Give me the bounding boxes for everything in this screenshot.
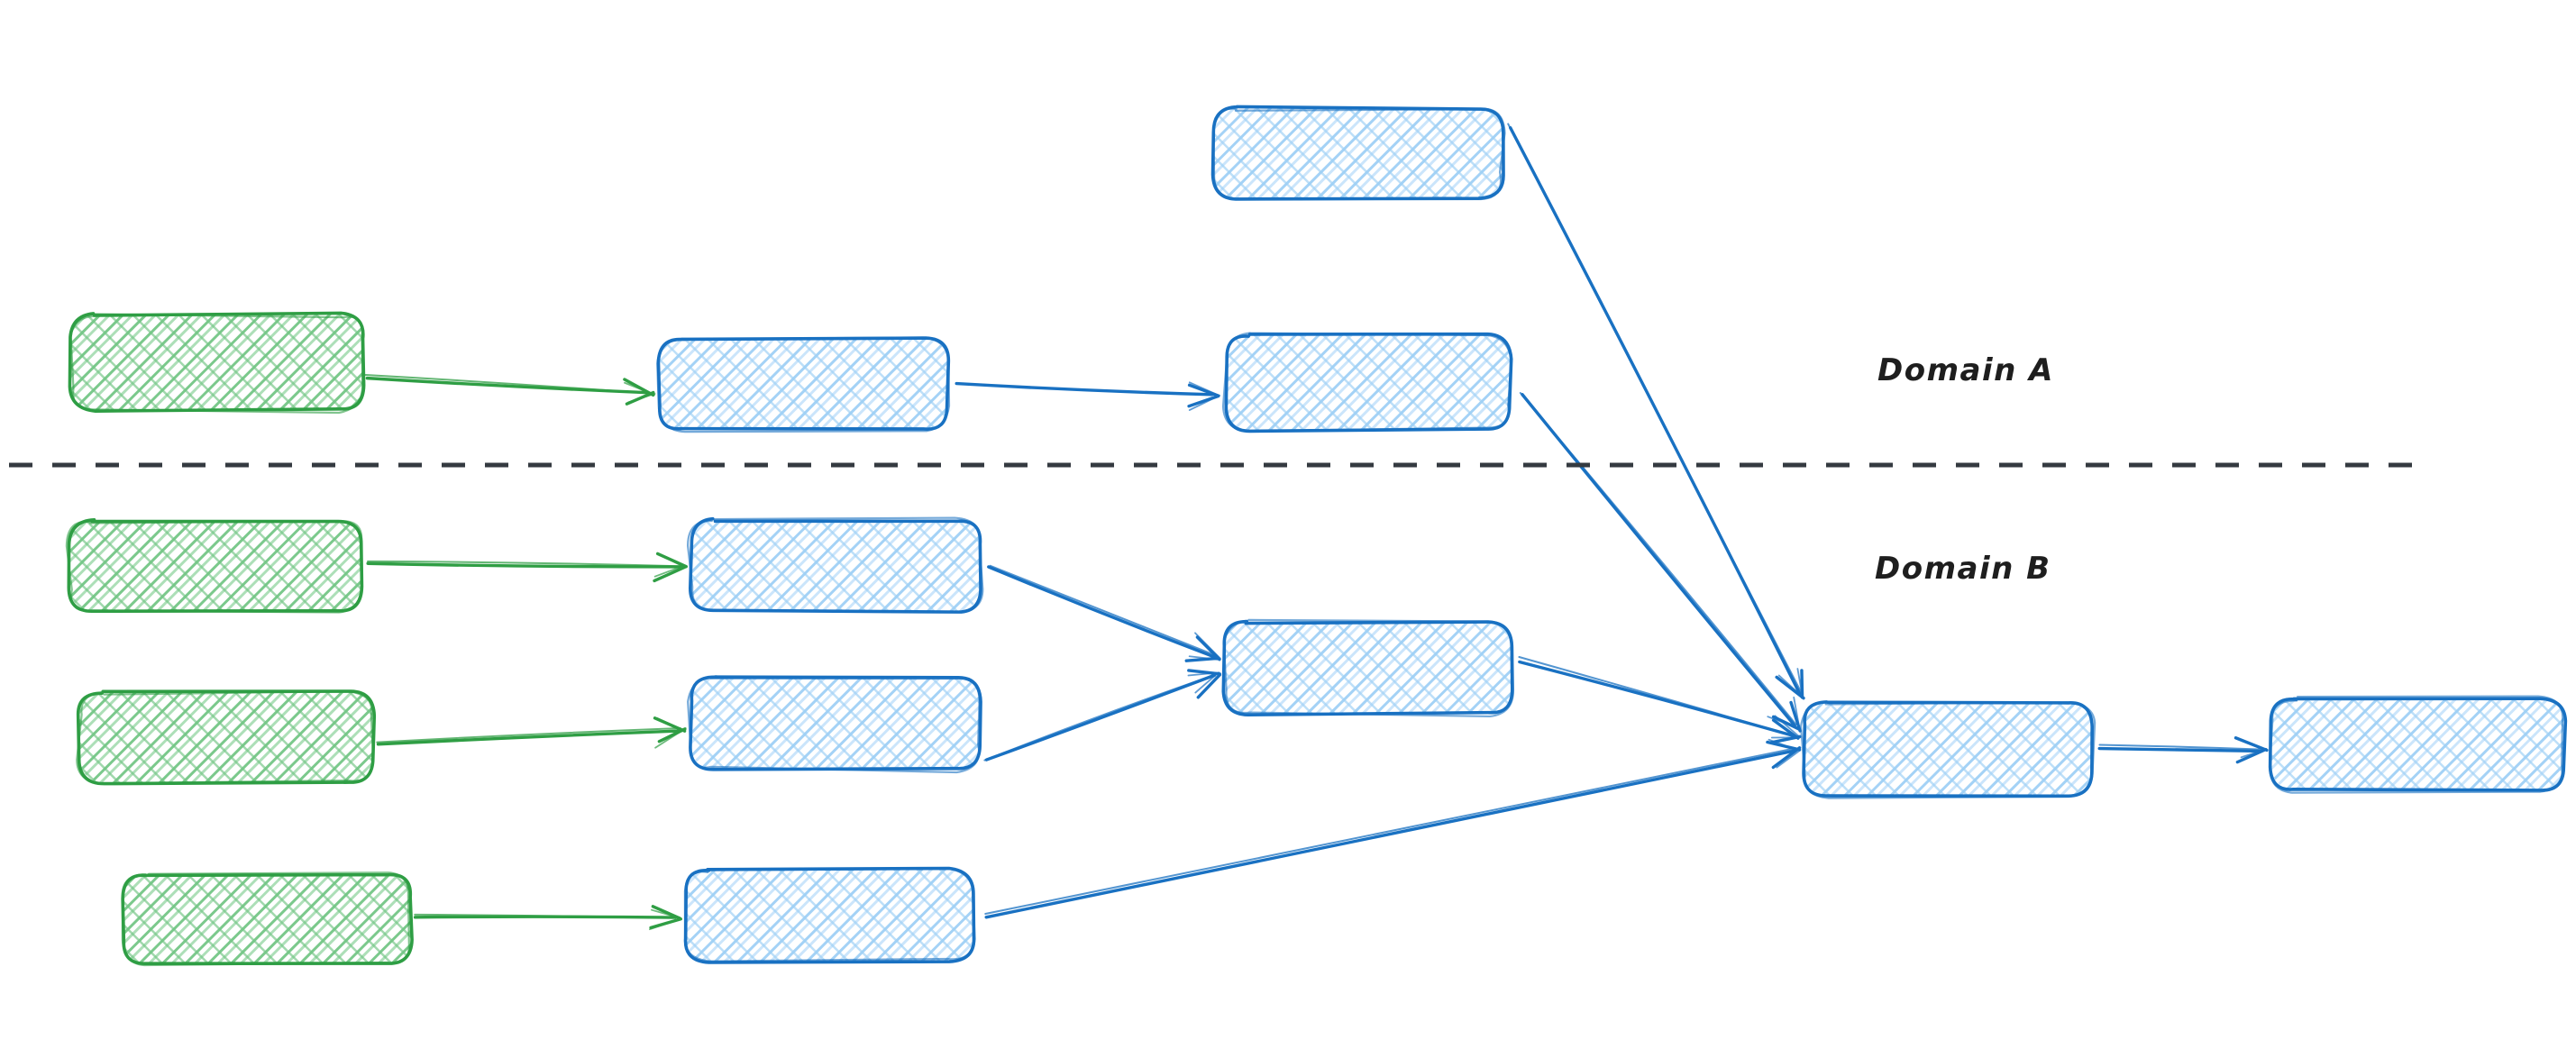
edge-b-blue-1-to-b-blue-mid	[987, 564, 1221, 662]
node-fill-a-blue-2	[1226, 335, 1511, 430]
node-fill-b-blue-mid	[1224, 622, 1512, 714]
node-fill-b-blue-1	[690, 520, 981, 611]
node-b-green-3[interactable]	[121, 871, 414, 967]
node-hit-b-green-1[interactable]	[69, 521, 362, 611]
edge-b-green-1-to-b-blue-1	[366, 552, 689, 583]
node-layer	[65, 105, 2568, 967]
edge-b-green-3-to-b-blue-3	[413, 905, 682, 931]
node-fill-b-green-2	[79, 692, 374, 782]
node-fill-b-green-3	[123, 874, 411, 964]
edge-a-green-1-to-a-blue-1	[364, 374, 656, 406]
node-fill-a-green-1	[71, 315, 364, 410]
node-fill-b-blue-2	[690, 678, 981, 770]
edge-b-blue-3-to-b-blue-hub	[984, 738, 1802, 919]
edge-b-blue-2-to-b-blue-mid	[983, 669, 1221, 762]
node-a-blue-top[interactable]	[1210, 105, 1506, 201]
node-b-blue-1[interactable]	[686, 516, 984, 614]
node-hit-b-green-3[interactable]	[123, 874, 411, 964]
edge-a-blue-1-to-a-blue-2	[955, 381, 1220, 411]
node-hit-b-blue-hub[interactable]	[1804, 702, 2092, 796]
node-fill-a-blue-1	[659, 339, 948, 430]
node-b-blue-out[interactable]	[2268, 695, 2568, 794]
node-hit-b-blue-1[interactable]	[690, 520, 981, 611]
node-hit-a-blue-2[interactable]	[1226, 335, 1511, 430]
node-hit-b-blue-2[interactable]	[690, 678, 981, 770]
node-b-blue-2[interactable]	[687, 675, 982, 774]
node-hit-b-green-2[interactable]	[79, 692, 374, 782]
edge-b-green-2-to-b-blue-2	[376, 716, 687, 749]
node-hit-a-blue-1[interactable]	[659, 339, 948, 430]
node-a-blue-1[interactable]	[656, 336, 951, 433]
domain-b-label: Domain B	[1875, 551, 2051, 587]
node-b-green-1[interactable]	[65, 518, 364, 614]
node-b-blue-3[interactable]	[683, 866, 976, 964]
node-hit-a-blue-top[interactable]	[1212, 108, 1503, 198]
node-fill-a-blue-top	[1212, 108, 1503, 198]
node-hit-b-blue-mid[interactable]	[1224, 622, 1512, 714]
edge-b-blue-hub-to-b-blue-out	[2097, 736, 2269, 764]
node-fill-b-blue-3	[685, 870, 973, 962]
domain-a-label: Domain A	[1877, 352, 2054, 388]
edge-a-blue-top-to-b-blue-hub	[1507, 123, 1805, 700]
node-hit-b-blue-out[interactable]	[2271, 698, 2564, 790]
edge-b-blue-mid-to-b-blue-hub	[1518, 655, 1802, 744]
node-a-green-1[interactable]	[68, 311, 366, 415]
node-b-green-2[interactable]	[76, 689, 377, 786]
edge-a-blue-2-to-b-blue-hub	[1519, 392, 1802, 733]
node-a-blue-2[interactable]	[1221, 332, 1513, 433]
node-b-blue-hub[interactable]	[1799, 700, 2096, 799]
edge-layer	[364, 123, 2269, 931]
node-fill-b-green-1	[69, 521, 362, 611]
node-hit-b-blue-3[interactable]	[685, 870, 973, 962]
node-fill-b-blue-out	[2271, 698, 2564, 790]
node-hit-a-green-1[interactable]	[71, 315, 364, 410]
node-b-blue-mid[interactable]	[1221, 618, 1515, 718]
node-fill-b-blue-hub	[1804, 702, 2092, 796]
